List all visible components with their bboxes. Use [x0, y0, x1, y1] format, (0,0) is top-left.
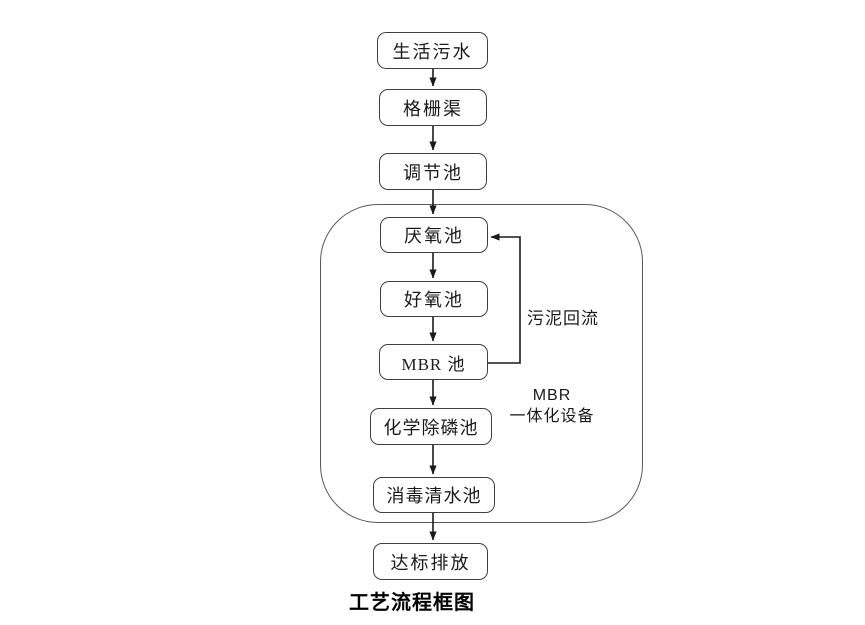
arrow-sludge-return-loop — [488, 233, 521, 364]
node-domestic-sewage: 生活污水 — [377, 32, 488, 69]
node-bar-screen-channel: 格栅渠 — [379, 89, 487, 126]
node-regulating-tank: 调节池 — [379, 153, 487, 190]
mbr-equipment-label-line2: 一体化设备 — [509, 408, 595, 425]
mbr-equipment-boundary — [320, 204, 643, 523]
sludge-return-label: 污泥回流 — [527, 309, 599, 328]
mbr-integrated-equipment-label: MBR 一体化设备 — [497, 385, 607, 427]
node-standard-discharge: 达标排放 — [373, 543, 488, 580]
mbr-equipment-label-line1: MBR — [532, 387, 572, 404]
node-chemical-phosphorus-removal-tank: 化学除磷池 — [370, 408, 492, 445]
node-disinfection-clean-water-tank: 消毒清水池 — [373, 477, 495, 513]
diagram-title: 工艺流程框图 — [349, 592, 475, 614]
node-aerobic-tank: 好氧池 — [380, 281, 488, 317]
node-anaerobic-tank: 厌氧池 — [380, 217, 488, 253]
node-mbr-tank: MBR 池 — [379, 344, 488, 380]
